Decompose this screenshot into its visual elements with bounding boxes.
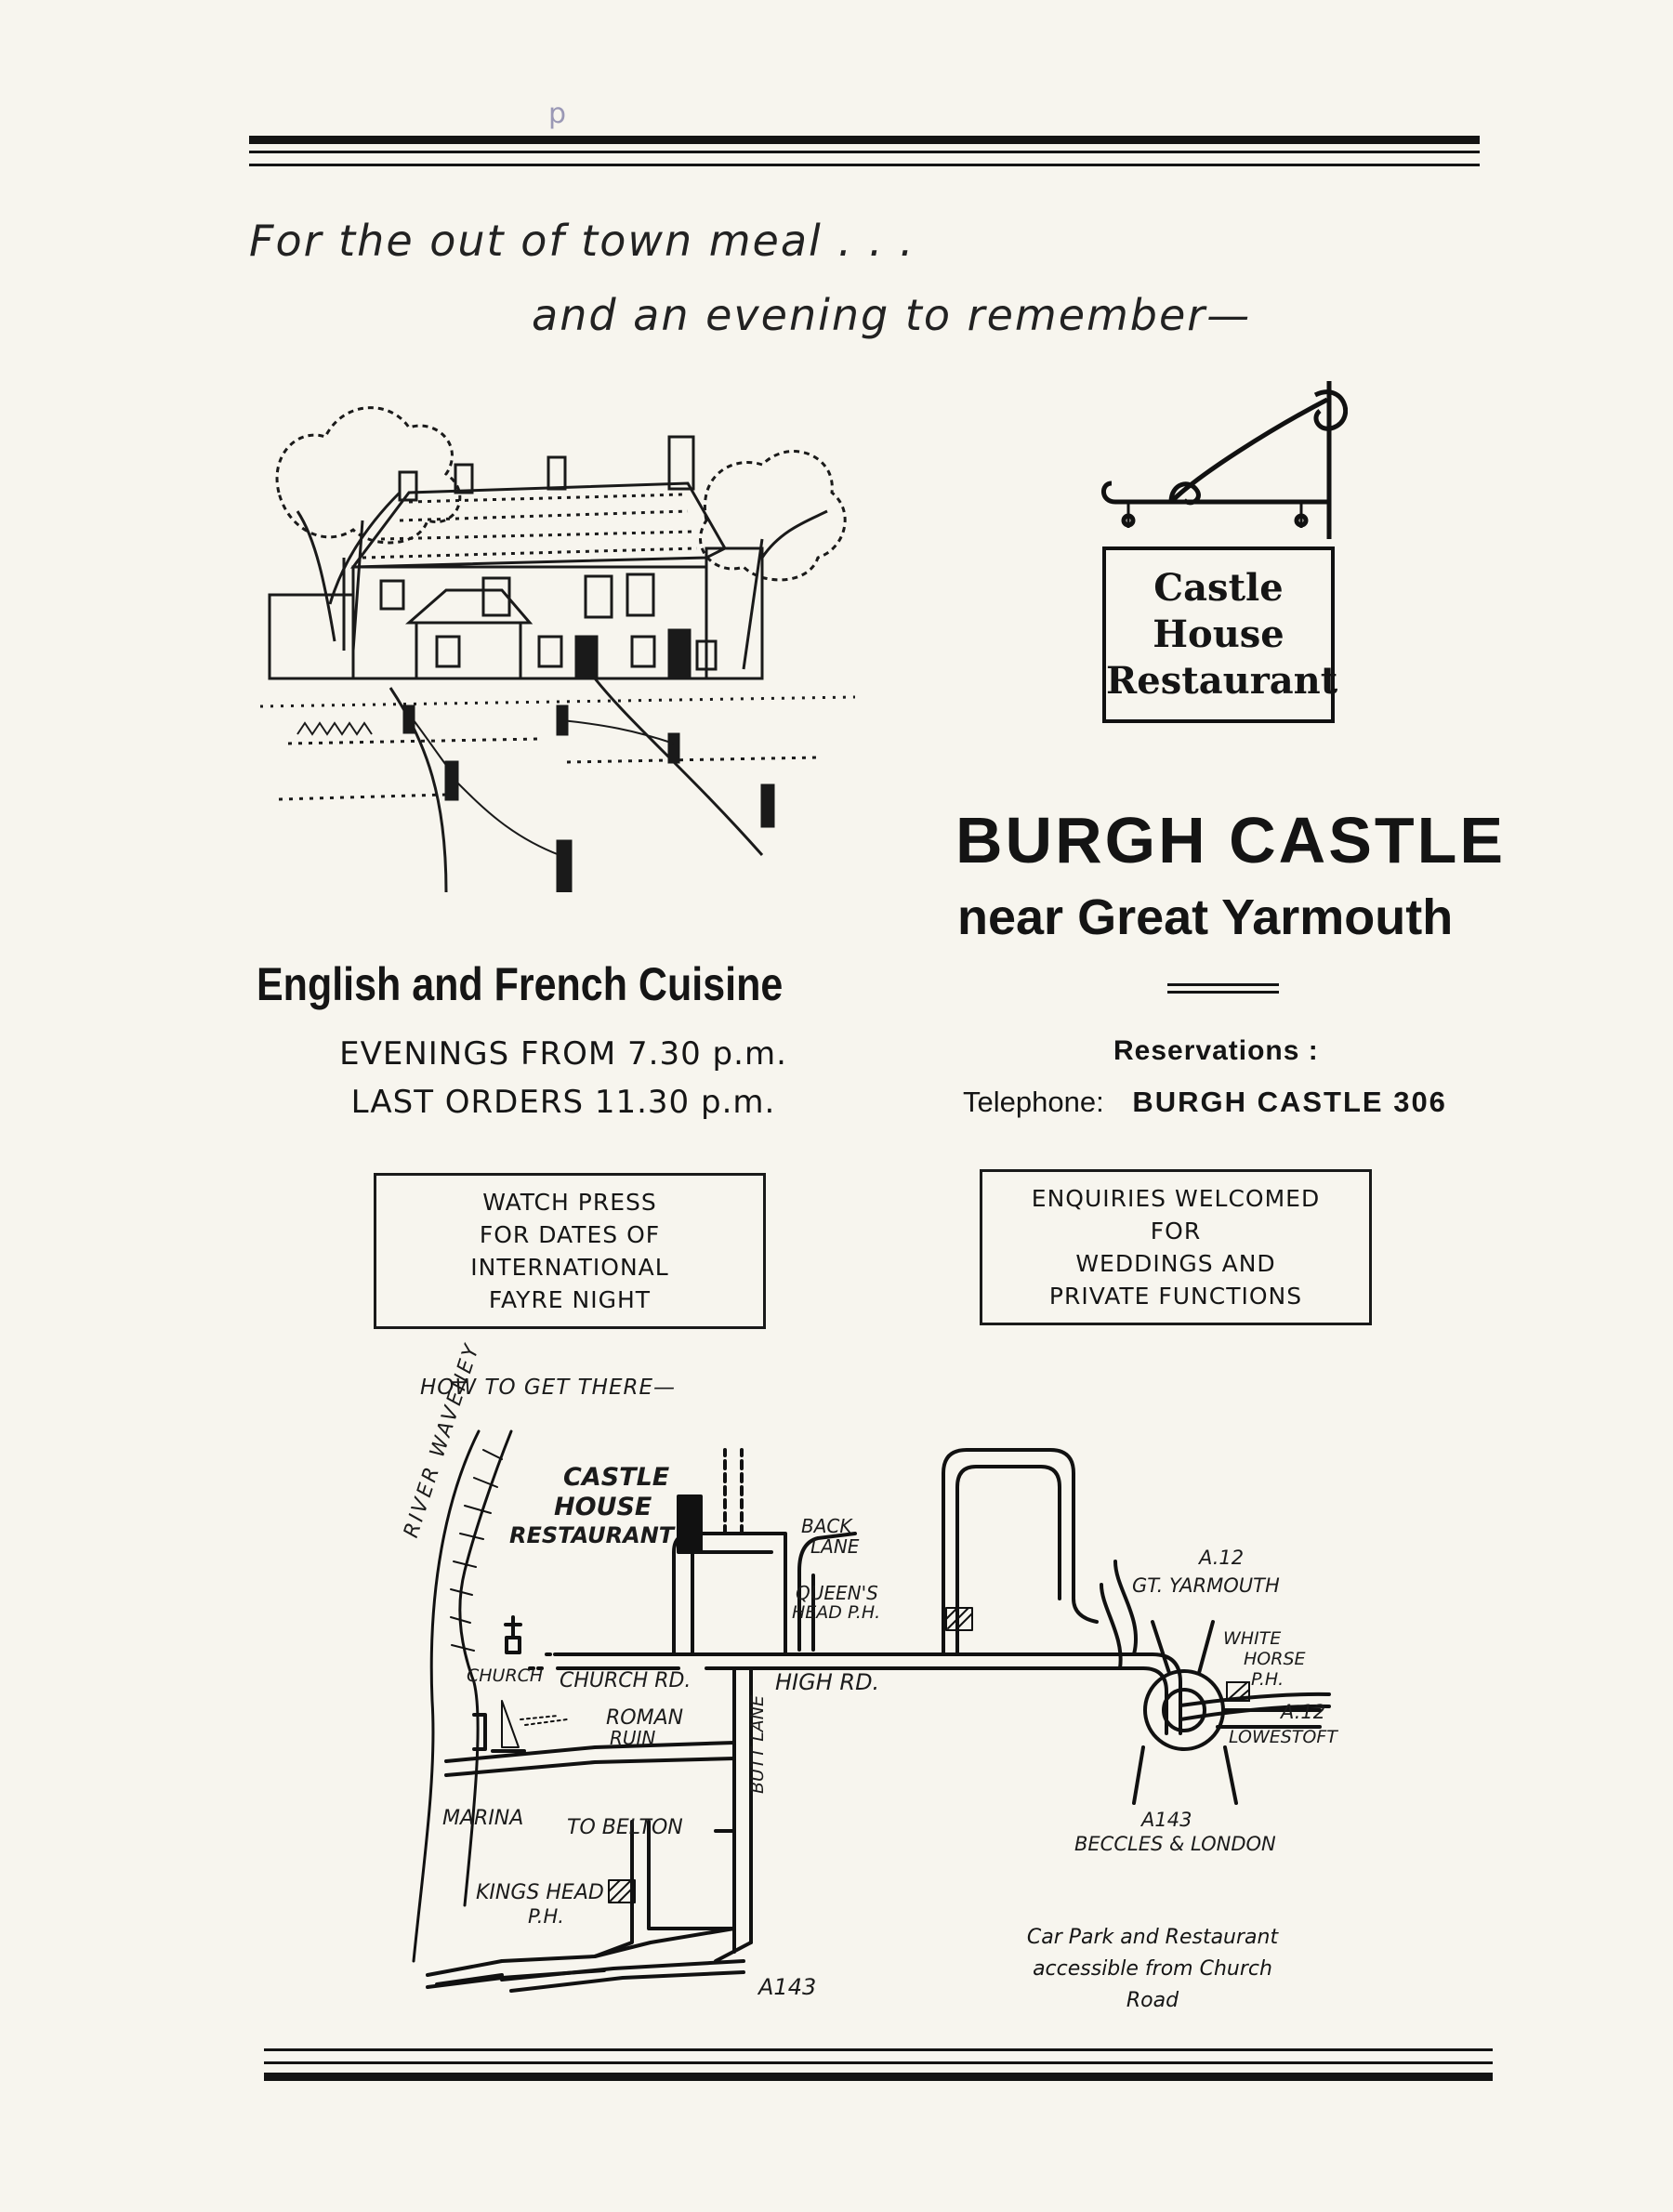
back-lane-label-1: BACK — [801, 1515, 852, 1537]
reservations-heading: Reservations : — [1113, 1035, 1319, 1066]
box-right-line-1: ENQUIRIES WELCOMED — [1031, 1185, 1321, 1212]
top-rule-thin-2 — [249, 164, 1480, 166]
church-rd-label: CHURCH RD. — [560, 1669, 692, 1692]
marina-label: MARINA — [442, 1807, 524, 1830]
white-horse-label-2: HORSE — [1244, 1649, 1306, 1669]
sign-line-3: Restaurant — [1106, 659, 1338, 703]
box-right-line-3: WEDDINGS AND — [1075, 1250, 1276, 1277]
to-belton-label: TO BELTON — [567, 1816, 683, 1839]
box-left-line-1: WATCH PRESS — [482, 1189, 657, 1216]
box-right-line-2: FOR — [1150, 1218, 1202, 1244]
restaurant-label-2: HOUSE — [554, 1493, 652, 1521]
enquiries-box: ENQUIRIES WELCOMED FOR WEDDINGS AND PRIV… — [980, 1169, 1372, 1325]
kings-head-label-2: P.H. — [528, 1905, 564, 1928]
sign-line-1: Castle — [1153, 566, 1284, 610]
restaurant-label-1: CASTLE — [563, 1463, 670, 1492]
sign-line-2: House — [1153, 612, 1284, 656]
car-park-note-line-1: Car Park and Restaurant — [1026, 1926, 1279, 1949]
tagline-line-1: For the out of town meal . . . — [249, 216, 916, 266]
box-left-line-3: INTERNATIONAL — [470, 1254, 669, 1281]
castle-house-sign: Castle House Restaurant — [1102, 546, 1338, 723]
high-rd-label: HIGH RD. — [775, 1669, 880, 1695]
white-horse-label-1: WHITE — [1223, 1628, 1282, 1649]
cuisine-title: English and French Cuisine — [257, 958, 784, 1010]
a12-north-label-2: GT. YARMOUTH — [1132, 1574, 1280, 1597]
international-fayre-box: WATCH PRESS FOR DATES OF INTERNATIONAL F… — [374, 1173, 766, 1329]
kings-head-label-1: KINGS HEAD — [476, 1881, 604, 1904]
roman-ruin-label-2: RUIN — [610, 1727, 656, 1749]
telephone-label: Telephone: — [963, 1086, 1104, 1118]
car-park-note-line-2: accessible from Church Road — [1033, 1957, 1272, 2012]
location-rule-2 — [1167, 991, 1279, 994]
butt-lane-label: BUTT LANE — [747, 1695, 768, 1794]
evenings-hours: EVENINGS FROM 7.30 p.m. — [339, 1035, 787, 1073]
hanging-sign-bracket — [1101, 381, 1348, 539]
telephone-line: Telephone: BURGH CASTLE 306 — [963, 1086, 1447, 1119]
a143-south-label-2: BECCLES & LONDON — [1074, 1833, 1276, 1855]
top-rule-thick — [249, 136, 1480, 144]
car-park-note: Car Park and Restaurant accessible from … — [1004, 1922, 1301, 2017]
queens-head-label-2: HEAD P.H. — [792, 1602, 881, 1623]
restaurant-label-3: RESTAURANT — [509, 1522, 675, 1548]
back-lane-label-2: LANE — [810, 1535, 860, 1558]
bottom-rule-thin-1 — [264, 2048, 1493, 2051]
telephone-number: BURGH CASTLE 306 — [1132, 1086, 1447, 1118]
location-subtitle: near Great Yarmouth — [957, 889, 1454, 945]
queens-head-label-1: QUEEN'S — [796, 1582, 878, 1604]
a143-south-label-1: A143 — [1141, 1809, 1192, 1831]
location-rule-1 — [1167, 983, 1279, 986]
church-label: CHURCH — [467, 1666, 544, 1686]
top-rule-thin-1 — [249, 151, 1480, 153]
location-map — [412, 1429, 1331, 1993]
box-left-line-2: FOR DATES OF — [479, 1221, 661, 1248]
location-title: BURGH CASTLE — [955, 804, 1507, 876]
white-horse-label-3: P.H. — [1251, 1669, 1284, 1690]
pencil-margin-mark: p — [548, 98, 567, 130]
house-illustration — [260, 406, 855, 892]
a143-bottom-label: A143 — [758, 1974, 817, 2000]
box-left-line-4: FAYRE NIGHT — [488, 1286, 652, 1313]
a12-east-label-1: A.12 — [1281, 1701, 1326, 1723]
last-orders: LAST ORDERS 11.30 p.m. — [350, 1084, 776, 1121]
roundabout — [1132, 1620, 1322, 1805]
box-right-line-4: PRIVATE FUNCTIONS — [1048, 1283, 1303, 1310]
a12-east-label-2: LOWESTOFT — [1229, 1727, 1337, 1747]
roman-ruin-label-1: ROMAN — [606, 1706, 684, 1730]
cuisine-hours: EVENINGS FROM 7.30 p.m. LAST ORDERS 11.3… — [257, 1030, 870, 1126]
map-heading: HOW TO GET THERE— — [420, 1376, 677, 1400]
a12-north-label-1: A.12 — [1199, 1547, 1245, 1569]
tagline-line-2: and an evening to remember— — [532, 290, 1252, 340]
bottom-rule-thin-2 — [264, 2061, 1493, 2064]
bottom-rule-thick — [264, 2073, 1493, 2081]
